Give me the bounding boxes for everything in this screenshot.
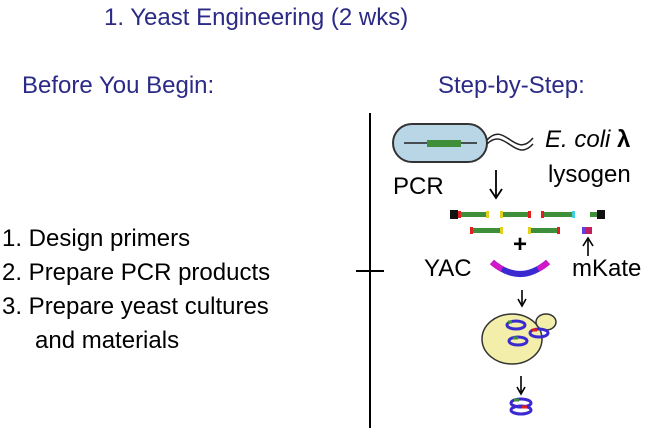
step-1: 1. Design primers xyxy=(2,225,191,252)
ecoli-label: E. coli λ xyxy=(545,126,630,154)
prep-steps-list: 1. Design primers 2. Prepare PCR product… xyxy=(2,222,270,358)
plus-label: + xyxy=(513,231,528,258)
step-3-cont: and materials xyxy=(35,327,180,354)
pcr-products xyxy=(450,210,605,234)
step-2: 2. Prepare PCR products xyxy=(2,259,271,286)
mkate-fragment xyxy=(582,227,592,234)
pcr-label: PCR xyxy=(393,173,444,200)
yac-ring-icon xyxy=(505,319,527,331)
lambda-text: λ xyxy=(617,126,631,153)
step-by-step-heading: Step-by-Step: xyxy=(438,72,585,99)
lysogen-label: lysogen xyxy=(548,161,631,188)
flagellum-icon xyxy=(486,133,534,146)
page-title: 1. Yeast Engineering (2 wks) xyxy=(104,4,409,31)
mkate-label: mKate xyxy=(572,255,642,282)
yac-label: YAC xyxy=(424,255,472,282)
ecoli-text: E. coli xyxy=(545,126,611,153)
yac-ring-icon xyxy=(528,327,550,339)
isolated-yac xyxy=(509,397,533,416)
before-you-begin-heading: Before You Begin: xyxy=(22,72,215,99)
yac-arc xyxy=(489,259,551,277)
yeast-cell xyxy=(481,313,557,365)
ecoli-cell xyxy=(392,123,534,163)
step-3: 3. Prepare yeast cultures xyxy=(2,293,269,320)
